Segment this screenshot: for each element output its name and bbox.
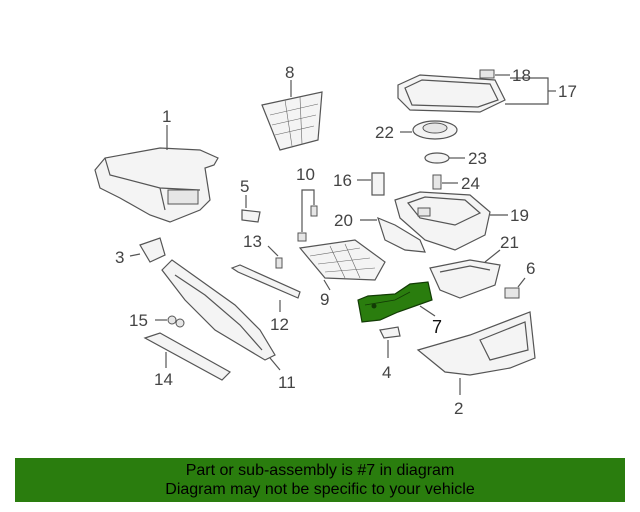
part-23-washer [424,152,450,164]
label-12: 12 [270,315,289,334]
part-21-tray [429,259,501,299]
leader-3 [129,253,141,257]
label-3: 3 [115,248,124,267]
part-8-upper-net [261,91,323,151]
part-10b [310,205,318,217]
part-19-storage-tub [394,191,491,251]
label-14: 14 [154,370,173,389]
label-22: 22 [375,123,394,142]
label-7: 7 [432,317,442,337]
leader-9 [323,279,331,291]
part-24-bolt [432,174,442,190]
part-6-clip [504,287,520,299]
part-12-rail [230,264,301,299]
label-24: 24 [461,174,480,193]
label-4: 4 [382,363,391,382]
label-11: 11 [278,373,296,392]
label-13: 13 [243,232,262,251]
banner-line-1: Part or sub-assembly is #7 in diagram [185,462,455,479]
leader-13 [267,245,279,257]
part-20-panel [377,216,426,253]
part-9-floor-net [298,239,386,281]
parts-diagram: 1 8 17 18 22 23 24 19 16 20 [94,63,577,418]
label-20: 20 [334,211,353,230]
leader-21 [484,249,501,263]
part-14-sill [143,332,231,381]
banner-line-2: Diagram may not be specific to your vehi… [165,481,475,498]
part-4-clip [379,326,401,339]
part-1-side-trim [94,147,219,223]
leader-7 [419,305,436,317]
label-8: 8 [285,63,294,82]
label-10: 10 [296,165,315,184]
label-15: 15 [129,311,148,330]
label-17: 17 [558,82,577,101]
part-11-lower-trim [161,259,276,361]
label-19: 19 [510,206,529,225]
part-7-highlighted-bracket [357,281,433,323]
label-6: 6 [526,259,535,278]
label-21: 21 [500,233,519,252]
part-17-floor-board [397,74,506,113]
info-banner: Part or sub-assembly is #7 in diagram Di… [15,458,625,502]
label-18: 18 [512,66,531,85]
part-15-a [167,315,177,325]
part-5-clip [241,209,261,223]
leader-11 [269,357,281,371]
label-9: 9 [320,290,329,309]
part-3-cover [139,237,166,263]
part-13-fastener [275,257,283,269]
leader-10 [301,189,315,232]
label-1: 1 [162,107,171,126]
part-2-rear-trim [416,311,536,376]
leader-6 [517,277,526,288]
part-15-b [175,318,185,328]
label-2: 2 [454,399,463,418]
part-22-cap-center [422,122,448,134]
part-18-clip [479,69,495,79]
part-16-bracket [371,172,385,196]
label-23: 23 [468,149,487,168]
label-16: 16 [333,171,352,190]
part-10a [297,232,307,242]
label-5: 5 [240,177,249,196]
